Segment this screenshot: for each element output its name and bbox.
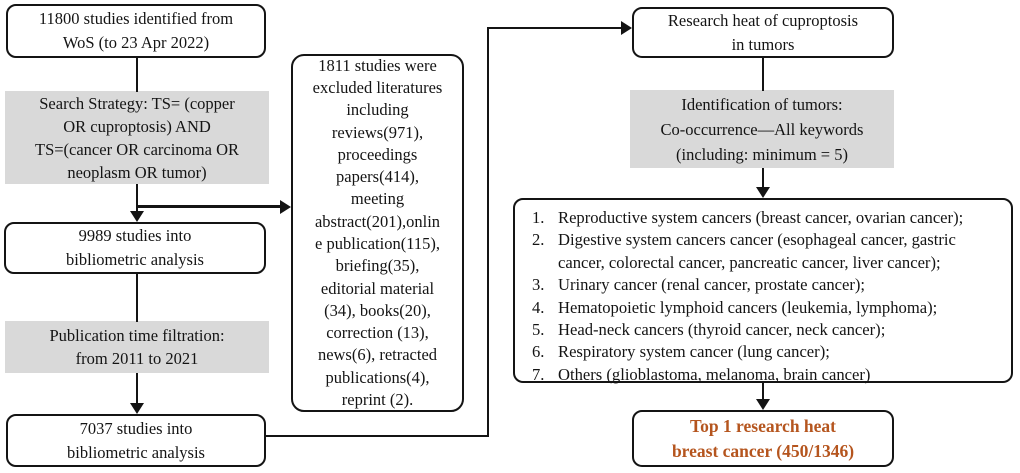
flow-box-studies-identified: 11800 studies identified from WoS (to 23… xyxy=(6,4,266,58)
tumor-list-item: 5. Head-neck cancers (thyroid cancer, ne… xyxy=(532,319,885,341)
connector-line xyxy=(761,383,765,400)
flow-box-tumor-list: 1. Reproductive system cancers (breast c… xyxy=(513,198,1013,386)
arrow-down-icon xyxy=(756,399,770,410)
tumor-list-item-number: 7. xyxy=(532,364,545,384)
flow-box-9989-studies: 9989 studies into bibliometric analysis xyxy=(4,222,266,274)
connector-line xyxy=(486,26,622,30)
tumor-list-item-number: 3. xyxy=(532,275,545,295)
flow-box-research-heat: Research heat of cuproptosis in tumors xyxy=(632,7,894,58)
connector-line xyxy=(135,58,139,92)
tumor-list-item-text: Respiratory system cancer (lung cancer); xyxy=(558,342,830,362)
connector-line xyxy=(761,168,765,188)
tumor-list-item: 3. Urinary cancer (renal cancer, prostat… xyxy=(532,274,865,296)
flow-box-7037-studies: 7037 studies into bibliometric analysis xyxy=(6,414,266,467)
arrow-down-icon xyxy=(756,187,770,198)
tumor-list-item: 6. Respiratory system cancer (lung cance… xyxy=(532,341,830,363)
arrow-down-icon xyxy=(130,403,144,414)
flow-step-search-strategy: Search Strategy: TS= (copper OR cupropto… xyxy=(5,91,269,184)
tumor-list-item-text: Head-neck cancers (thyroid cancer, neck … xyxy=(558,320,886,340)
arrow-right-icon xyxy=(280,199,291,214)
connector-line xyxy=(266,434,489,438)
tumor-list-item: 7. Others (glioblastoma, melanoma, brain… xyxy=(532,364,870,386)
tumor-list-item-text: Others (glioblastoma, melanoma, brain ca… xyxy=(558,364,871,384)
arrow-right-icon xyxy=(621,21,632,35)
tumor-list-item-text: Urinary cancer (renal cancer, prostate c… xyxy=(558,275,866,295)
tumor-list-item-number: 1. xyxy=(532,208,545,227)
tumor-list-item-number: 4. xyxy=(532,297,545,317)
connector-line xyxy=(486,26,490,438)
flow-box-excluded-studies: 1811 studies were excluded literatures i… xyxy=(291,54,464,412)
connector-line xyxy=(135,274,139,322)
tumor-list-item-number: 2. xyxy=(532,230,545,250)
tumor-list-item: 2. Digestive system cancers cancer (esop… xyxy=(532,229,1003,274)
tumor-list-item: 4. Hematopoietic lymphoid cancers (leuke… xyxy=(532,297,937,319)
connector-line xyxy=(135,184,139,212)
connector-line xyxy=(135,373,139,404)
flow-step-tumor-identification: Identification of tumors: Co-occurrence—… xyxy=(630,90,894,168)
tumor-list-item-number: 5. xyxy=(532,320,545,340)
flow-step-time-filtration: Publication time filtration: from 2011 t… xyxy=(5,321,269,373)
tumor-list-item-text: Hematopoietic lymphoid cancers (leukemia… xyxy=(558,297,938,317)
tumor-list-item-text: Reproductive system cancers (breast canc… xyxy=(558,208,964,227)
arrow-down-icon xyxy=(130,211,144,222)
flow-box-top-result: Top 1 research heat breast cancer (450/1… xyxy=(632,410,894,467)
tumor-list-item-number: 6. xyxy=(532,342,545,362)
tumor-list-item-text: Digestive system cancers cancer (esophag… xyxy=(558,230,956,272)
tumor-list-item: 1. Reproductive system cancers (breast c… xyxy=(532,207,963,229)
connector-line xyxy=(761,58,765,91)
connector-line xyxy=(135,205,282,208)
